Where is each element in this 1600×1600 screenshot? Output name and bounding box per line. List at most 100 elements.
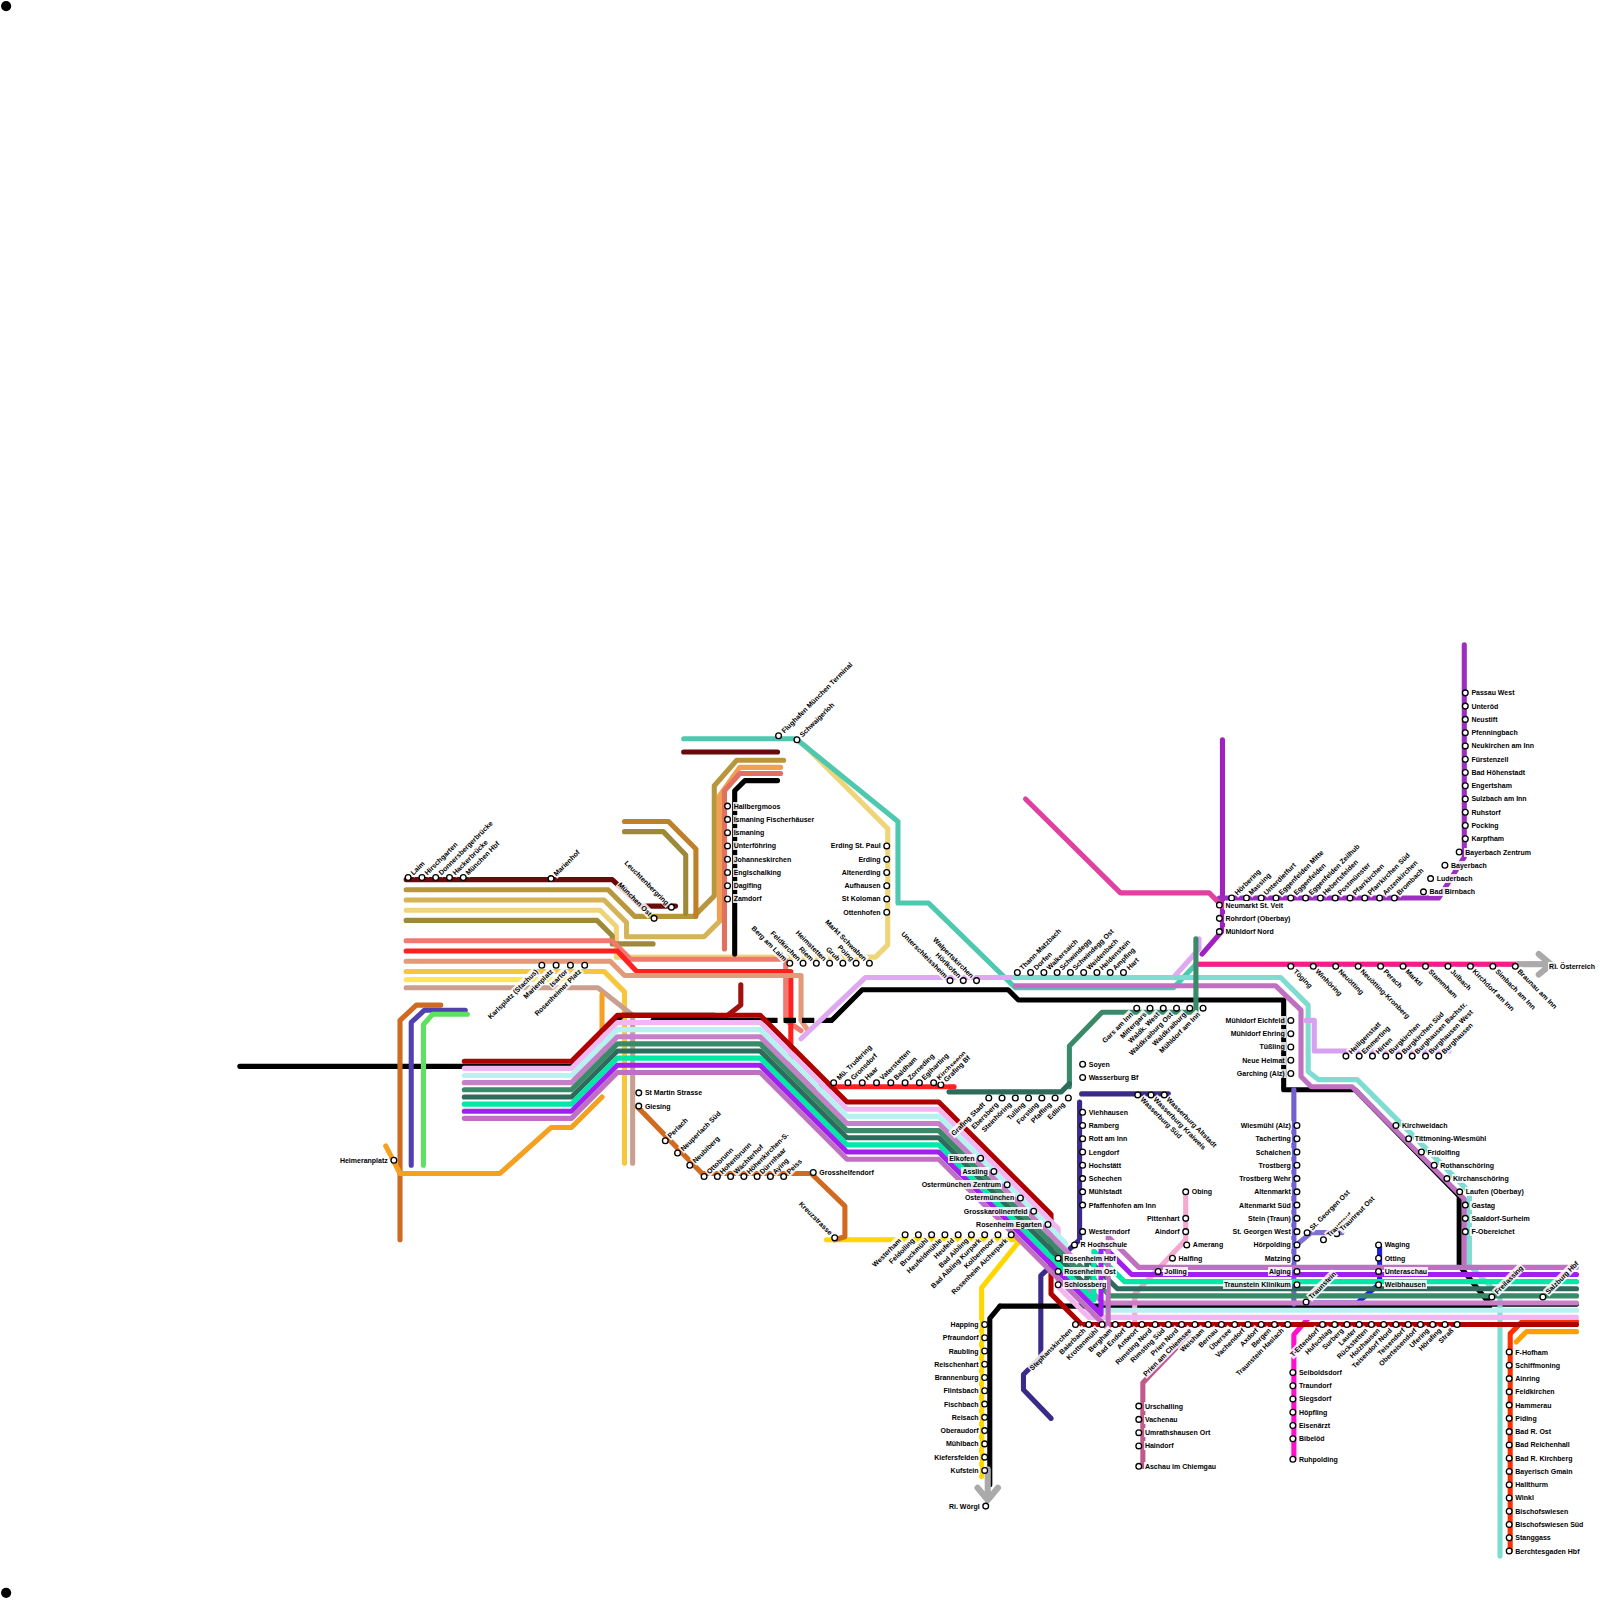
station-label: Neumarkt St. Veit bbox=[1224, 901, 1284, 910]
station-dot bbox=[1080, 1136, 1086, 1142]
station-dot bbox=[725, 896, 731, 902]
station-label: Mühldorf Nord bbox=[1224, 927, 1274, 936]
station-label: Pfraundorf bbox=[942, 1333, 980, 1342]
station-dot bbox=[776, 733, 782, 739]
rail-line bbox=[464, 1072, 1576, 1328]
station-label: Urschalling bbox=[1144, 1402, 1184, 1411]
station-dot bbox=[1112, 1322, 1118, 1328]
station-label: Traundorf bbox=[1298, 1381, 1333, 1390]
station-dot bbox=[1462, 783, 1468, 789]
station-dot bbox=[1012, 1095, 1018, 1101]
station-label: Obing bbox=[1191, 1187, 1213, 1196]
station-dot bbox=[960, 978, 966, 984]
station-dot bbox=[1183, 1216, 1189, 1222]
station-dot bbox=[1147, 1005, 1153, 1011]
station-label: Bad Birnbach bbox=[1429, 887, 1477, 896]
station-dot bbox=[1026, 1095, 1032, 1101]
station-dot bbox=[902, 1232, 908, 1238]
station-dot bbox=[1039, 1095, 1045, 1101]
station-label: Unteröd bbox=[1470, 702, 1499, 711]
station-dot bbox=[1055, 1269, 1061, 1275]
station-dot bbox=[1080, 1149, 1086, 1155]
station-dot bbox=[1400, 963, 1406, 969]
station-label: Höpfling bbox=[1298, 1408, 1328, 1417]
station-dot bbox=[1506, 1389, 1512, 1395]
station-dot bbox=[768, 1174, 774, 1180]
station-dot bbox=[1080, 1202, 1086, 1208]
station-dot bbox=[539, 962, 545, 968]
station-label: Bayerbach bbox=[1450, 861, 1488, 870]
station-label: Mühldorf Eichfeld bbox=[1225, 1016, 1286, 1025]
station-label: Bad Reichenhall bbox=[1514, 1440, 1570, 1449]
station-dot bbox=[827, 960, 833, 966]
station-label: Hallbergmoos bbox=[733, 802, 782, 811]
station-label: Mühldorf Ehring bbox=[1230, 1029, 1286, 1038]
station-dot bbox=[1376, 1269, 1382, 1275]
station-label: Elkofen bbox=[948, 1154, 975, 1163]
station-dot bbox=[845, 1080, 851, 1086]
station-dot bbox=[1462, 809, 1468, 815]
station-dot bbox=[1456, 849, 1462, 855]
station-dot bbox=[1183, 1189, 1189, 1195]
station-dot bbox=[995, 1232, 1001, 1238]
station-label: Ri. Österreich bbox=[1548, 962, 1596, 971]
station-dot bbox=[982, 1454, 988, 1460]
station-label: Luderbach bbox=[1436, 874, 1474, 883]
station-dot bbox=[978, 1155, 984, 1161]
station-dot bbox=[1304, 1230, 1310, 1236]
station-label: Bayerisch Gmain bbox=[1514, 1467, 1573, 1476]
station-label: Assling bbox=[961, 1167, 988, 1176]
station-dot bbox=[1041, 970, 1047, 976]
station-dot bbox=[651, 916, 657, 922]
station-label: Ruhstorf bbox=[1470, 808, 1501, 817]
station-dot bbox=[1245, 1322, 1251, 1328]
station-label: Weibhausen bbox=[1384, 1280, 1427, 1289]
station-label: Pfaffenhofen am Inn bbox=[1088, 1201, 1157, 1210]
rail-line bbox=[464, 1037, 1576, 1303]
station-label: Soyen bbox=[1088, 1060, 1111, 1069]
station-label: Alging bbox=[1268, 1267, 1292, 1276]
station-dot bbox=[1294, 1136, 1300, 1142]
station-dot bbox=[1139, 1322, 1145, 1328]
station-label: Garching (Alz) bbox=[1236, 1069, 1286, 1078]
station-label: Feldkirchen bbox=[1514, 1387, 1555, 1396]
station-dot bbox=[1155, 1269, 1161, 1275]
station-label: Rosenheim Ost bbox=[1063, 1267, 1116, 1276]
station-label: Kreuzstrasse bbox=[796, 1199, 835, 1238]
rail-line bbox=[464, 1022, 1576, 1317]
station-dot bbox=[853, 960, 859, 966]
station-dot bbox=[832, 1235, 838, 1241]
station-label: Fürstenzell bbox=[1470, 755, 1509, 764]
station-label: Karpfham bbox=[1470, 834, 1505, 843]
station-dot bbox=[1192, 1322, 1198, 1328]
station-label: Neue Heimat bbox=[1241, 1056, 1285, 1065]
station-dot bbox=[725, 803, 731, 809]
station-label: Bad Höhenstadt bbox=[1470, 768, 1526, 777]
station-dot bbox=[1170, 1255, 1176, 1261]
station-dot bbox=[1383, 1053, 1389, 1059]
station-dot bbox=[1290, 1370, 1296, 1376]
station-dot bbox=[1332, 895, 1338, 901]
station-label: Tüßling bbox=[1258, 1042, 1285, 1051]
station-dot bbox=[916, 1232, 922, 1238]
station-label: Haindorf bbox=[1144, 1441, 1175, 1450]
station-dot bbox=[884, 896, 890, 902]
station-dot bbox=[1376, 1282, 1382, 1288]
station-label: Oberaudorf bbox=[939, 1426, 979, 1435]
station-dot bbox=[1055, 1282, 1061, 1288]
station-dot bbox=[419, 875, 425, 881]
station-label: Grosshelfendorf bbox=[818, 1168, 874, 1177]
station-dot bbox=[1506, 1535, 1512, 1541]
station-dot bbox=[1462, 823, 1468, 829]
station-dot bbox=[1506, 1376, 1512, 1382]
station-dot bbox=[1344, 1322, 1350, 1328]
station-label: Engertsham bbox=[1470, 781, 1512, 790]
station-dot bbox=[1126, 1322, 1132, 1328]
station-dot bbox=[1045, 1222, 1051, 1228]
station-dot bbox=[714, 1174, 720, 1180]
station-label: Viehhausen bbox=[1088, 1108, 1129, 1117]
station-dot bbox=[636, 1103, 642, 1109]
station-label: Ostermünchen Zentrum bbox=[921, 1180, 1002, 1189]
station-dot bbox=[859, 1080, 865, 1086]
station-dot bbox=[1294, 1282, 1300, 1288]
